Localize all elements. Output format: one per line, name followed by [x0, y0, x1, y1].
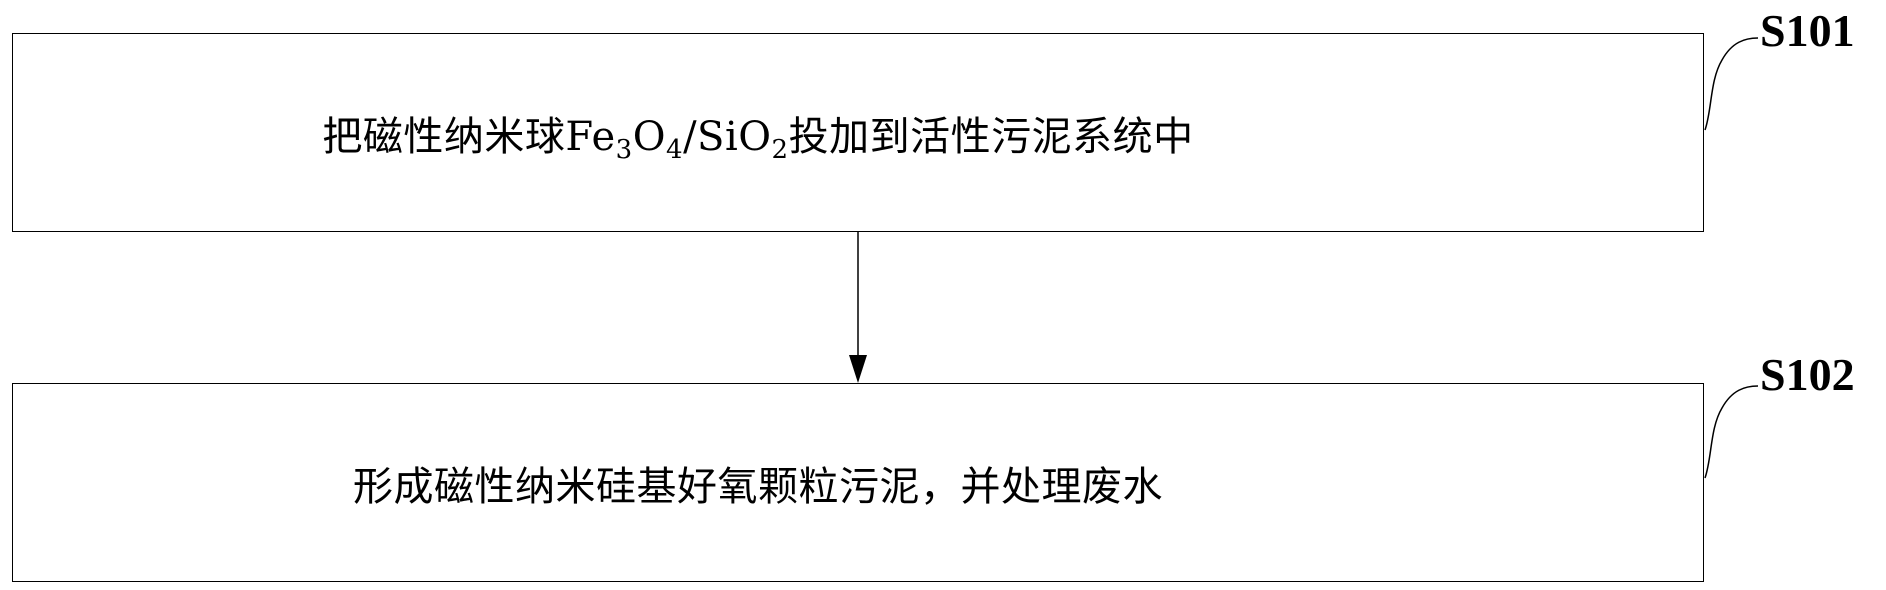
- step-text-s102: 形成磁性纳米硅基好氧颗粒污泥，并处理废水: [353, 463, 1163, 510]
- step-text-part: 投加到活性污泥系统中: [788, 113, 1194, 160]
- step-label-s101: S101: [1760, 5, 1855, 56]
- subscript: 4: [666, 134, 684, 165]
- step-box-s102: 形成磁性纳米硅基好氧颗粒污泥，并处理废水: [12, 383, 1704, 582]
- step-label-s102: S102: [1760, 349, 1855, 400]
- subscript: 3: [615, 134, 633, 165]
- step-text-s101: 把磁性纳米球Fe3O4/SiO2投加到活性污泥系统中: [322, 104, 1194, 165]
- flow-arrow-head: [849, 355, 867, 383]
- leader-curve-s102: [1704, 385, 1759, 479]
- leader-curve-s101: [1704, 37, 1759, 131]
- step-box-s101: 把磁性纳米球Fe3O4/SiO2投加到活性污泥系统中: [12, 33, 1704, 232]
- step-text-part: 把磁性纳米球Fe: [322, 113, 616, 160]
- step-text-part: /SiO: [683, 113, 772, 160]
- step-text-part: O: [632, 113, 667, 160]
- subscript: 2: [771, 134, 789, 165]
